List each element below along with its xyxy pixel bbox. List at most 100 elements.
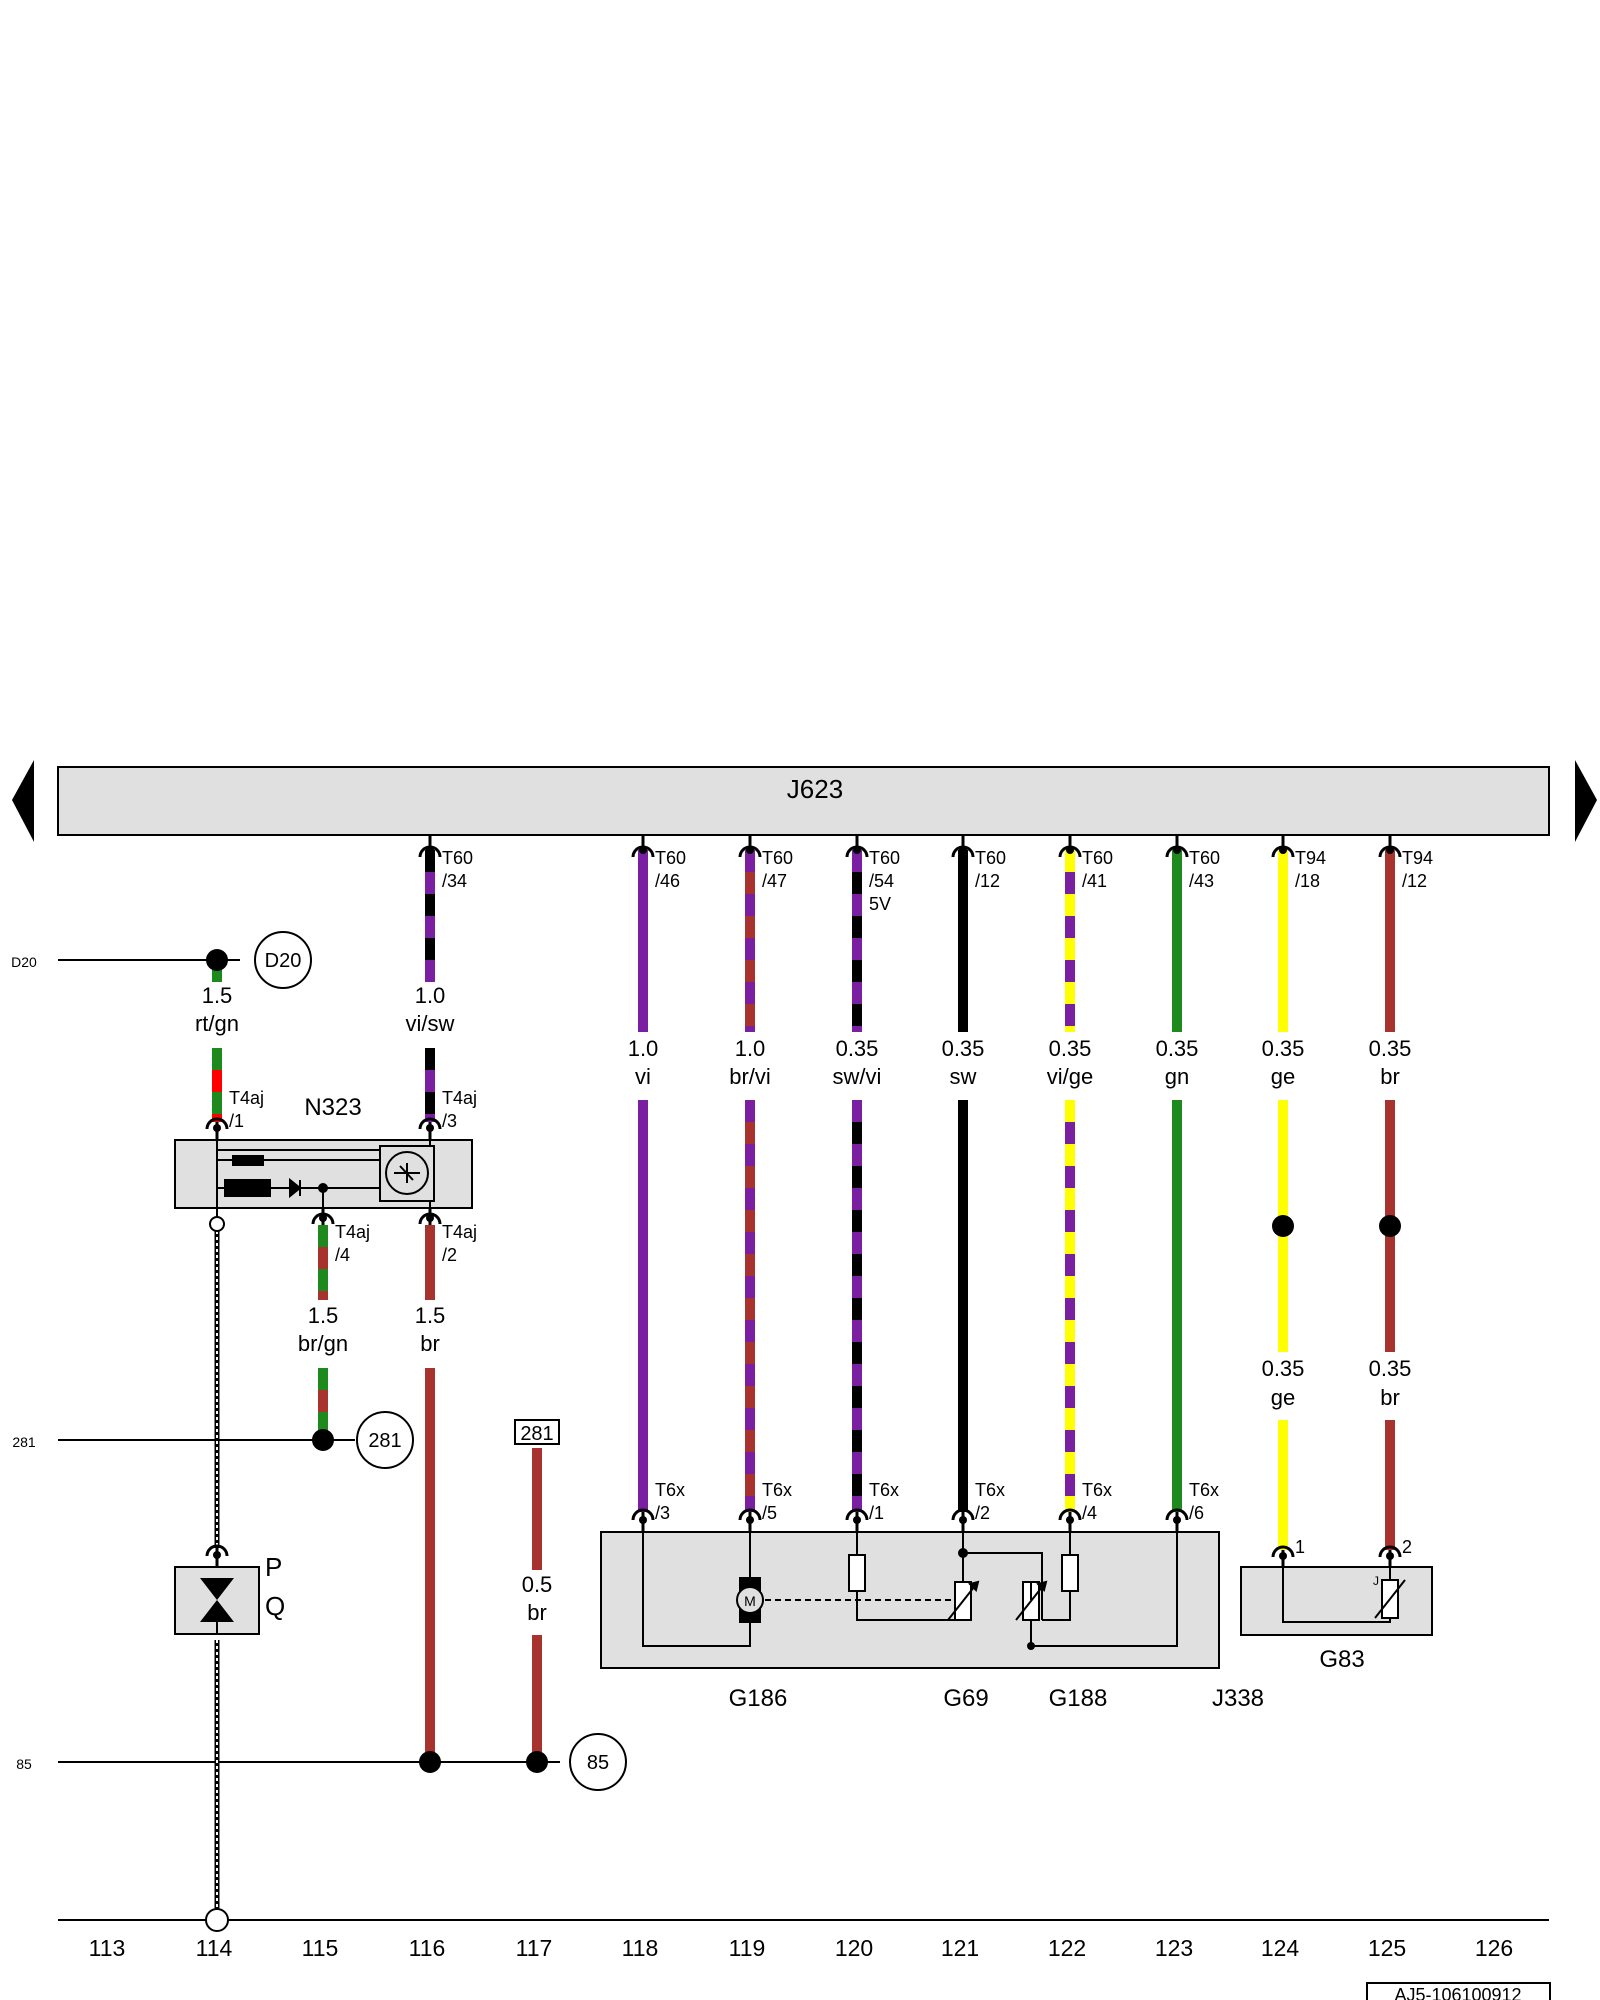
t6x-pin-119: /5 xyxy=(762,1503,777,1523)
t6x-pin-123: /6 xyxy=(1189,1503,1204,1523)
pin-label-120: /54 xyxy=(869,871,894,891)
g83-pin1: 1 xyxy=(1295,1537,1305,1557)
wire-color-125-lower: br xyxy=(1380,1385,1400,1410)
j338-motor-label: M xyxy=(744,1593,756,1609)
j338-g186-label: G186 xyxy=(729,1685,788,1712)
connector-g83-pin1 xyxy=(1271,1545,1295,1567)
ref-box-281-label: 281 xyxy=(520,1423,553,1445)
pin-label-125: /12 xyxy=(1402,871,1427,891)
wire-color-121: sw xyxy=(950,1064,977,1089)
g83-pin2: 2 xyxy=(1402,1537,1412,1557)
wire-size-125-lower: 0.35 xyxy=(1369,1356,1412,1381)
wire-color-116-lower: br xyxy=(420,1331,440,1356)
nav-right-arrow[interactable] xyxy=(1575,760,1597,842)
wire-size-114: 1.5 xyxy=(202,983,233,1008)
connector-t6x-1 xyxy=(845,1508,869,1532)
conn-label-121: T60 xyxy=(975,848,1006,868)
j338-g188-label: G188 xyxy=(1049,1685,1108,1712)
n323-label: N323 xyxy=(304,1094,361,1121)
g83-j-mark: J xyxy=(1373,1574,1379,1588)
t6x-pin-122: /4 xyxy=(1082,1503,1097,1523)
n323-pin-ground xyxy=(209,1216,225,1232)
n323-pin3: /3 xyxy=(442,1111,457,1131)
connector-t94-12 xyxy=(1378,835,1402,858)
wire-size-121: 0.35 xyxy=(942,1036,985,1061)
g83-box xyxy=(1240,1566,1433,1636)
column-number: 116 xyxy=(409,1935,446,1961)
conn-label-122: T60 xyxy=(1082,848,1113,868)
wire-size-117: 0.5 xyxy=(522,1572,553,1597)
connector-t60-54 xyxy=(845,835,869,858)
t6x-pin-120: /1 xyxy=(869,1503,884,1523)
t6x-conn-123: T6x xyxy=(1189,1480,1219,1500)
wire-size-123: 0.35 xyxy=(1156,1036,1199,1061)
connector-t60-12 xyxy=(951,835,975,858)
pin-extra-120: 5V xyxy=(869,894,891,914)
j338-label: J338 xyxy=(1212,1685,1264,1712)
j338-g69-label: G69 xyxy=(943,1685,988,1712)
connector-t6x-4 xyxy=(1058,1508,1082,1532)
pin-label-124: /18 xyxy=(1295,871,1320,891)
wire-size-115: 1.5 xyxy=(308,1303,339,1328)
junction-85-117 xyxy=(526,1751,548,1773)
connector-n323-pin3 xyxy=(418,1117,442,1140)
connector-t60-46 xyxy=(631,835,655,858)
n323-pin4: /4 xyxy=(335,1245,350,1265)
ref-circle-281 xyxy=(356,1411,414,1469)
conn-label-118: T60 xyxy=(655,848,686,868)
ref-circle-85-label: 85 xyxy=(587,1752,609,1774)
j338-node xyxy=(1027,1642,1035,1650)
control-unit-label: J623 xyxy=(787,774,843,804)
column-number: 124 xyxy=(1261,1935,1300,1961)
ref-circle-d20-label: D20 xyxy=(265,950,302,972)
nav-left-arrow[interactable] xyxy=(12,760,34,842)
n323-pin3-conn: T4aj xyxy=(442,1088,477,1108)
pq-label-p: P xyxy=(265,1552,282,1582)
pin-label-123: /43 xyxy=(1189,871,1214,891)
wire-color-120: sw/vi xyxy=(833,1064,882,1089)
wire-color-115: br/gn xyxy=(298,1331,348,1356)
pq-valve-bottom xyxy=(200,1600,234,1622)
n323-pin1: /1 xyxy=(229,1111,244,1131)
column-number: 118 xyxy=(622,1935,659,1961)
n323-pin2-conn: T4aj xyxy=(442,1222,477,1242)
junction-85-116 xyxy=(419,1751,441,1773)
n323-pin2: /2 xyxy=(442,1245,457,1265)
wire-color-116: vi/sw xyxy=(406,1011,455,1036)
pin-label-116: /34 xyxy=(442,871,467,891)
column-number: 115 xyxy=(302,1935,339,1961)
pq-valve-top xyxy=(200,1578,234,1600)
connector-pq xyxy=(205,1544,229,1567)
wire-color-122: vi/ge xyxy=(1047,1064,1093,1089)
ref-box-281 xyxy=(514,1419,560,1445)
n323-pin4-conn: T4aj xyxy=(335,1222,370,1242)
column-number: 123 xyxy=(1155,1935,1193,1961)
n323-internals xyxy=(216,1140,435,1218)
conn-label-116: T60 xyxy=(442,848,473,868)
wire-size-116: 1.0 xyxy=(415,983,446,1008)
g83-internals xyxy=(1282,1567,1406,1623)
ground-terminal xyxy=(205,1908,229,1932)
pin-label-119: /47 xyxy=(762,871,787,891)
connector-t6x-2 xyxy=(951,1508,975,1532)
connector-n323-pin2 xyxy=(418,1208,442,1225)
ref-circle-281-label: 281 xyxy=(368,1430,401,1452)
pin-label-118: /46 xyxy=(655,871,680,891)
wire-size-118: 1.0 xyxy=(628,1036,659,1061)
ref-circle-85 xyxy=(569,1733,627,1791)
wire-color-123: gn xyxy=(1165,1064,1189,1089)
wire-size-119: 1.0 xyxy=(735,1036,766,1061)
connector-t6x-5 xyxy=(738,1508,762,1532)
wire-size-122: 0.35 xyxy=(1049,1036,1092,1061)
wire-size-116-lower: 1.5 xyxy=(415,1303,446,1328)
column-number: 119 xyxy=(729,1935,766,1961)
connector-n323-pin4 xyxy=(311,1208,335,1225)
footer-code-box xyxy=(1366,1982,1551,2000)
t6x-conn-120: T6x xyxy=(869,1480,899,1500)
ref-side-d20: D20 xyxy=(11,954,37,970)
connector-t60-34 xyxy=(418,835,442,858)
wire-size-120: 0.35 xyxy=(836,1036,879,1061)
conn-label-120: T60 xyxy=(869,848,900,868)
wire-size-124-lower: 0.35 xyxy=(1262,1356,1305,1381)
